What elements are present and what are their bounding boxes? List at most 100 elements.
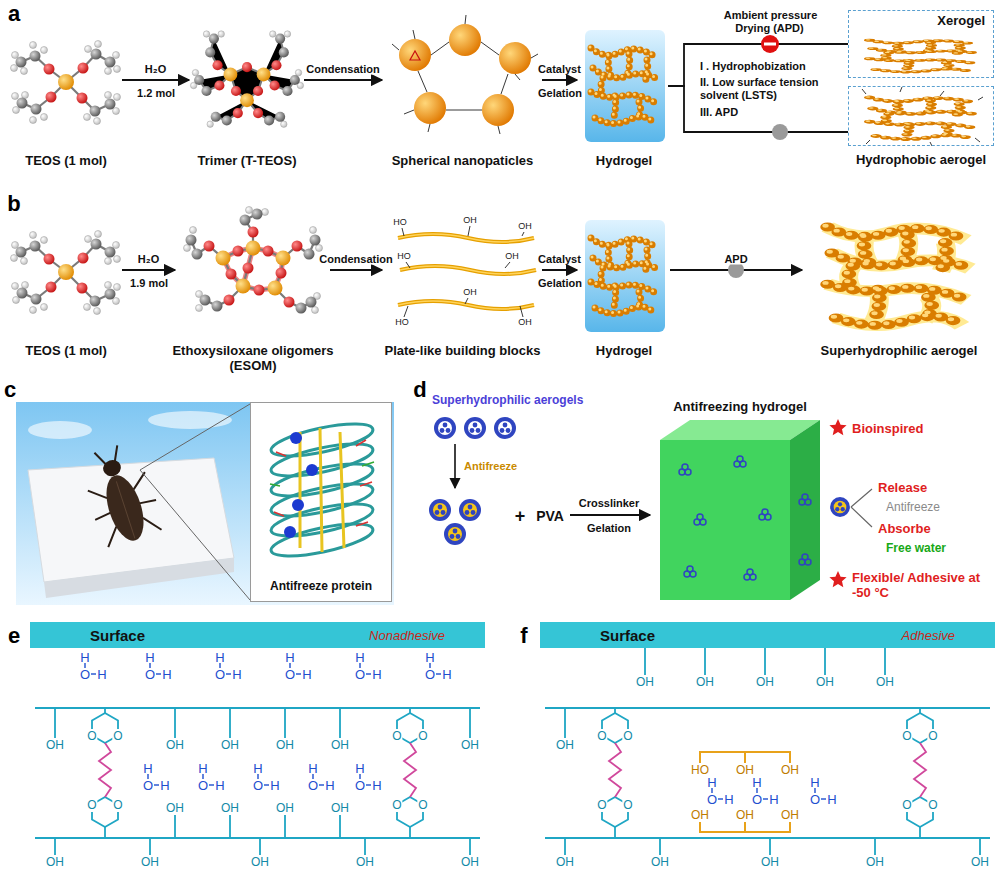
step-text: Antifreeze: [464, 460, 517, 472]
esom-molecule: [184, 207, 323, 314]
group-label: OH: [505, 252, 519, 261]
group-label: OH: [220, 739, 240, 751]
edge-label: Condensation: [318, 253, 393, 265]
trimer-molecule: [253, 108, 263, 118]
trimer-molecule: [214, 80, 224, 90]
atom-label: H: [827, 793, 836, 806]
trimer-molecule: [194, 75, 204, 85]
hydrophobic-aerogel-image: [868, 97, 978, 139]
molecule-node: TEOS (1 mol): [12, 218, 120, 336]
condition-text: Gelation: [538, 278, 582, 289]
group-label: OH: [735, 808, 755, 822]
surface-bar: SurfaceAdhesive: [540, 622, 995, 648]
trimer-molecule: [257, 68, 271, 82]
atom-label: H: [198, 762, 207, 775]
trimer-molecule: [201, 86, 211, 96]
esom-molecule: [254, 285, 265, 296]
group-label: OH: [690, 809, 710, 821]
superhydrophilic-aerogel-image: [826, 226, 971, 326]
material-text: PVA: [536, 508, 564, 524]
esom-molecule: [312, 307, 319, 314]
esom-molecule: [262, 209, 269, 216]
group-label: O: [112, 729, 123, 743]
hydrogel-cube: [694, 514, 706, 525]
spherical-nanoparticles: [414, 92, 446, 124]
atom-label: H: [355, 761, 364, 776]
esom-molecule: [216, 251, 231, 266]
group-label: OH: [555, 855, 575, 869]
atom-label: O: [752, 792, 762, 807]
beetle-photo: [75, 439, 166, 550]
spherical-nanoparticles: [482, 94, 514, 126]
group-label: OH: [275, 739, 295, 751]
edge-label: H₂O: [137, 254, 160, 265]
group-label: HO: [393, 217, 407, 227]
node-label: Nonadhesive: [369, 628, 445, 643]
plus-sign: +: [515, 507, 526, 525]
group-label: OH: [518, 221, 532, 231]
group-label: OH: [780, 808, 800, 822]
atom-label: O: [285, 667, 295, 682]
atom-label: H: [232, 668, 241, 681]
esom-molecule: [268, 281, 283, 296]
protein-inset: [284, 526, 296, 538]
hydrogel-cube: [790, 420, 820, 600]
atom-label: H: [80, 650, 89, 665]
node-label: Plate-like building blocks: [384, 343, 540, 358]
panel-letter: d: [413, 379, 426, 401]
trimer-molecule: [209, 34, 219, 44]
antifreeze-loading: [434, 417, 456, 439]
group-label: O: [86, 799, 97, 811]
group-label: OH: [330, 801, 350, 815]
xerogel-box: Xerogel: [848, 10, 994, 78]
text-holder: Nonadhesive: [369, 628, 445, 643]
esom-molecule: [184, 207, 323, 314]
atom-label: H: [355, 651, 364, 664]
condition-text: 1.9 mol: [130, 278, 168, 289]
group-label: HO: [397, 252, 411, 261]
esom-molecule: [216, 241, 291, 296]
atom-label: H: [355, 650, 364, 665]
beetle-photo: [28, 421, 92, 439]
edge-label: APD: [723, 253, 748, 265]
trimer-molecule: [207, 121, 213, 127]
property-marks: [829, 419, 872, 587]
feature-text: Bioinspired: [852, 422, 924, 435]
step-text: Gelation: [587, 522, 631, 534]
atom-label: O: [215, 667, 225, 682]
group-label: HO: [395, 317, 409, 327]
process-arrow: [122, 269, 175, 271]
group-label: OH: [250, 855, 270, 869]
atom-label: H: [769, 793, 778, 806]
text-holder: Hydrogel: [560, 344, 688, 359]
hydrogel-box: [590, 237, 659, 314]
group-label: OH: [635, 676, 655, 688]
edge-label: Condensation: [318, 254, 393, 265]
node-label: TEOS (1 mol): [25, 343, 107, 358]
teos-molecule: [11, 41, 121, 315]
atom-label: H: [198, 761, 207, 776]
trimer-molecule: [231, 86, 241, 96]
esom-molecule: [186, 209, 321, 314]
hydrophobic-aerogel-image: [862, 87, 983, 146]
group-label: OH: [780, 763, 800, 777]
group-label: O: [927, 730, 938, 742]
text-holder: Surface: [600, 627, 655, 644]
atom-label: H: [325, 779, 334, 792]
group-label: OH: [140, 856, 160, 868]
hydrogel-cube: [734, 456, 746, 467]
esom-molecule: [316, 245, 323, 252]
group-label: HO: [393, 218, 407, 227]
atom-label: H: [442, 668, 451, 681]
atom-label: O: [425, 667, 435, 682]
edge-label: Catalyst: [537, 64, 582, 75]
step-text: I . Hydrophobization: [700, 61, 806, 72]
trimer-molecule: [290, 75, 300, 85]
esom-molecule: [240, 215, 251, 226]
pva-chains-f: [545, 648, 990, 855]
condition-text: 1.2 mol: [137, 88, 175, 99]
group-label: OH: [460, 856, 480, 868]
group-label: OH: [518, 317, 532, 327]
